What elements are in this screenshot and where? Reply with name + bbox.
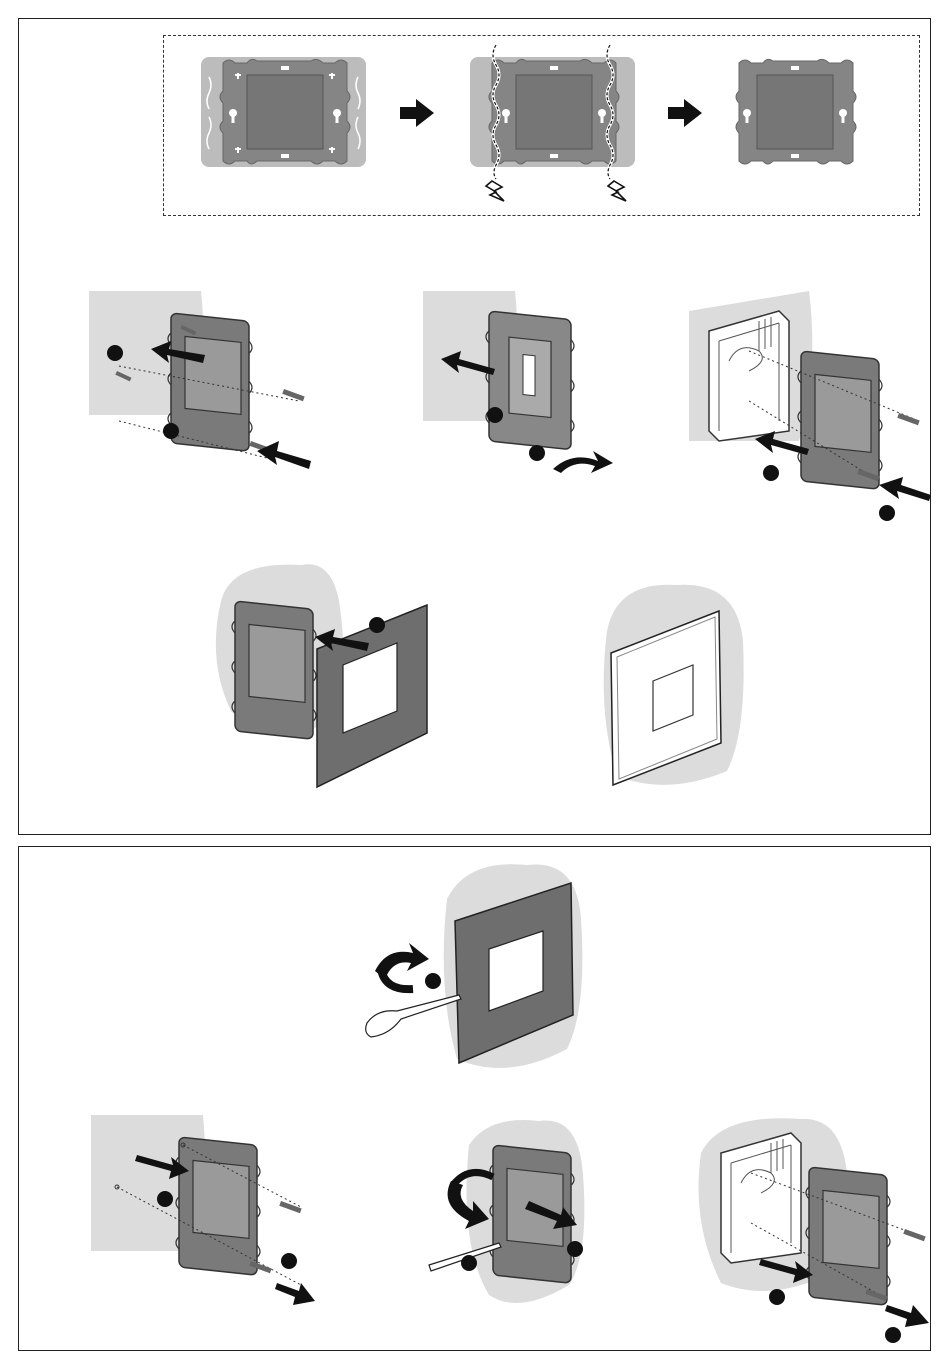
full-mounting-plate [201, 57, 366, 167]
right-arrow-icon [668, 99, 702, 127]
flush-box [709, 311, 789, 441]
step-dot-icon [163, 423, 179, 439]
trimming-mounting-plate [470, 45, 635, 205]
step-dot-icon [885, 1327, 901, 1343]
finished-installation [597, 581, 747, 791]
step-dot-icon [107, 345, 123, 361]
box-mount-step [689, 291, 929, 501]
step-dot-icon [769, 1289, 785, 1305]
screw-icon [897, 413, 919, 425]
pry-frame-step [367, 859, 607, 1081]
step-dot-icon [763, 465, 779, 481]
rotate-arrow-icon [553, 451, 613, 473]
step-dot-icon [487, 407, 503, 423]
step-dot-icon [529, 445, 545, 461]
screw-icon [903, 1229, 925, 1241]
screwdriver-icon [366, 995, 461, 1037]
step-dot-icon [879, 505, 895, 521]
removal-panel [18, 846, 931, 1351]
right-arrow-icon [400, 99, 434, 127]
frame-fit-step [211, 561, 451, 791]
flush-box [721, 1133, 801, 1263]
wall-mount-step [89, 291, 329, 471]
step-dot-icon [567, 1241, 583, 1257]
rotate-arrow-icon [375, 943, 429, 989]
clip-mount-step [423, 291, 623, 471]
wall-unmount-step [91, 1115, 331, 1305]
box-unmount-step [691, 1113, 931, 1333]
step-dot-icon [461, 1255, 477, 1271]
installation-panel [18, 18, 931, 835]
screw-icon [279, 1201, 301, 1213]
box-unscrew-step [429, 1115, 609, 1315]
trimmed-mounting-plate [733, 57, 857, 167]
step-dot-icon [425, 973, 441, 989]
lightning-icon [608, 181, 626, 201]
step-dot-icon [281, 1253, 297, 1269]
lightning-icon [486, 181, 504, 201]
step-dot-icon [157, 1191, 173, 1207]
screw-icon [282, 389, 304, 401]
step-dot-icon [369, 617, 385, 633]
